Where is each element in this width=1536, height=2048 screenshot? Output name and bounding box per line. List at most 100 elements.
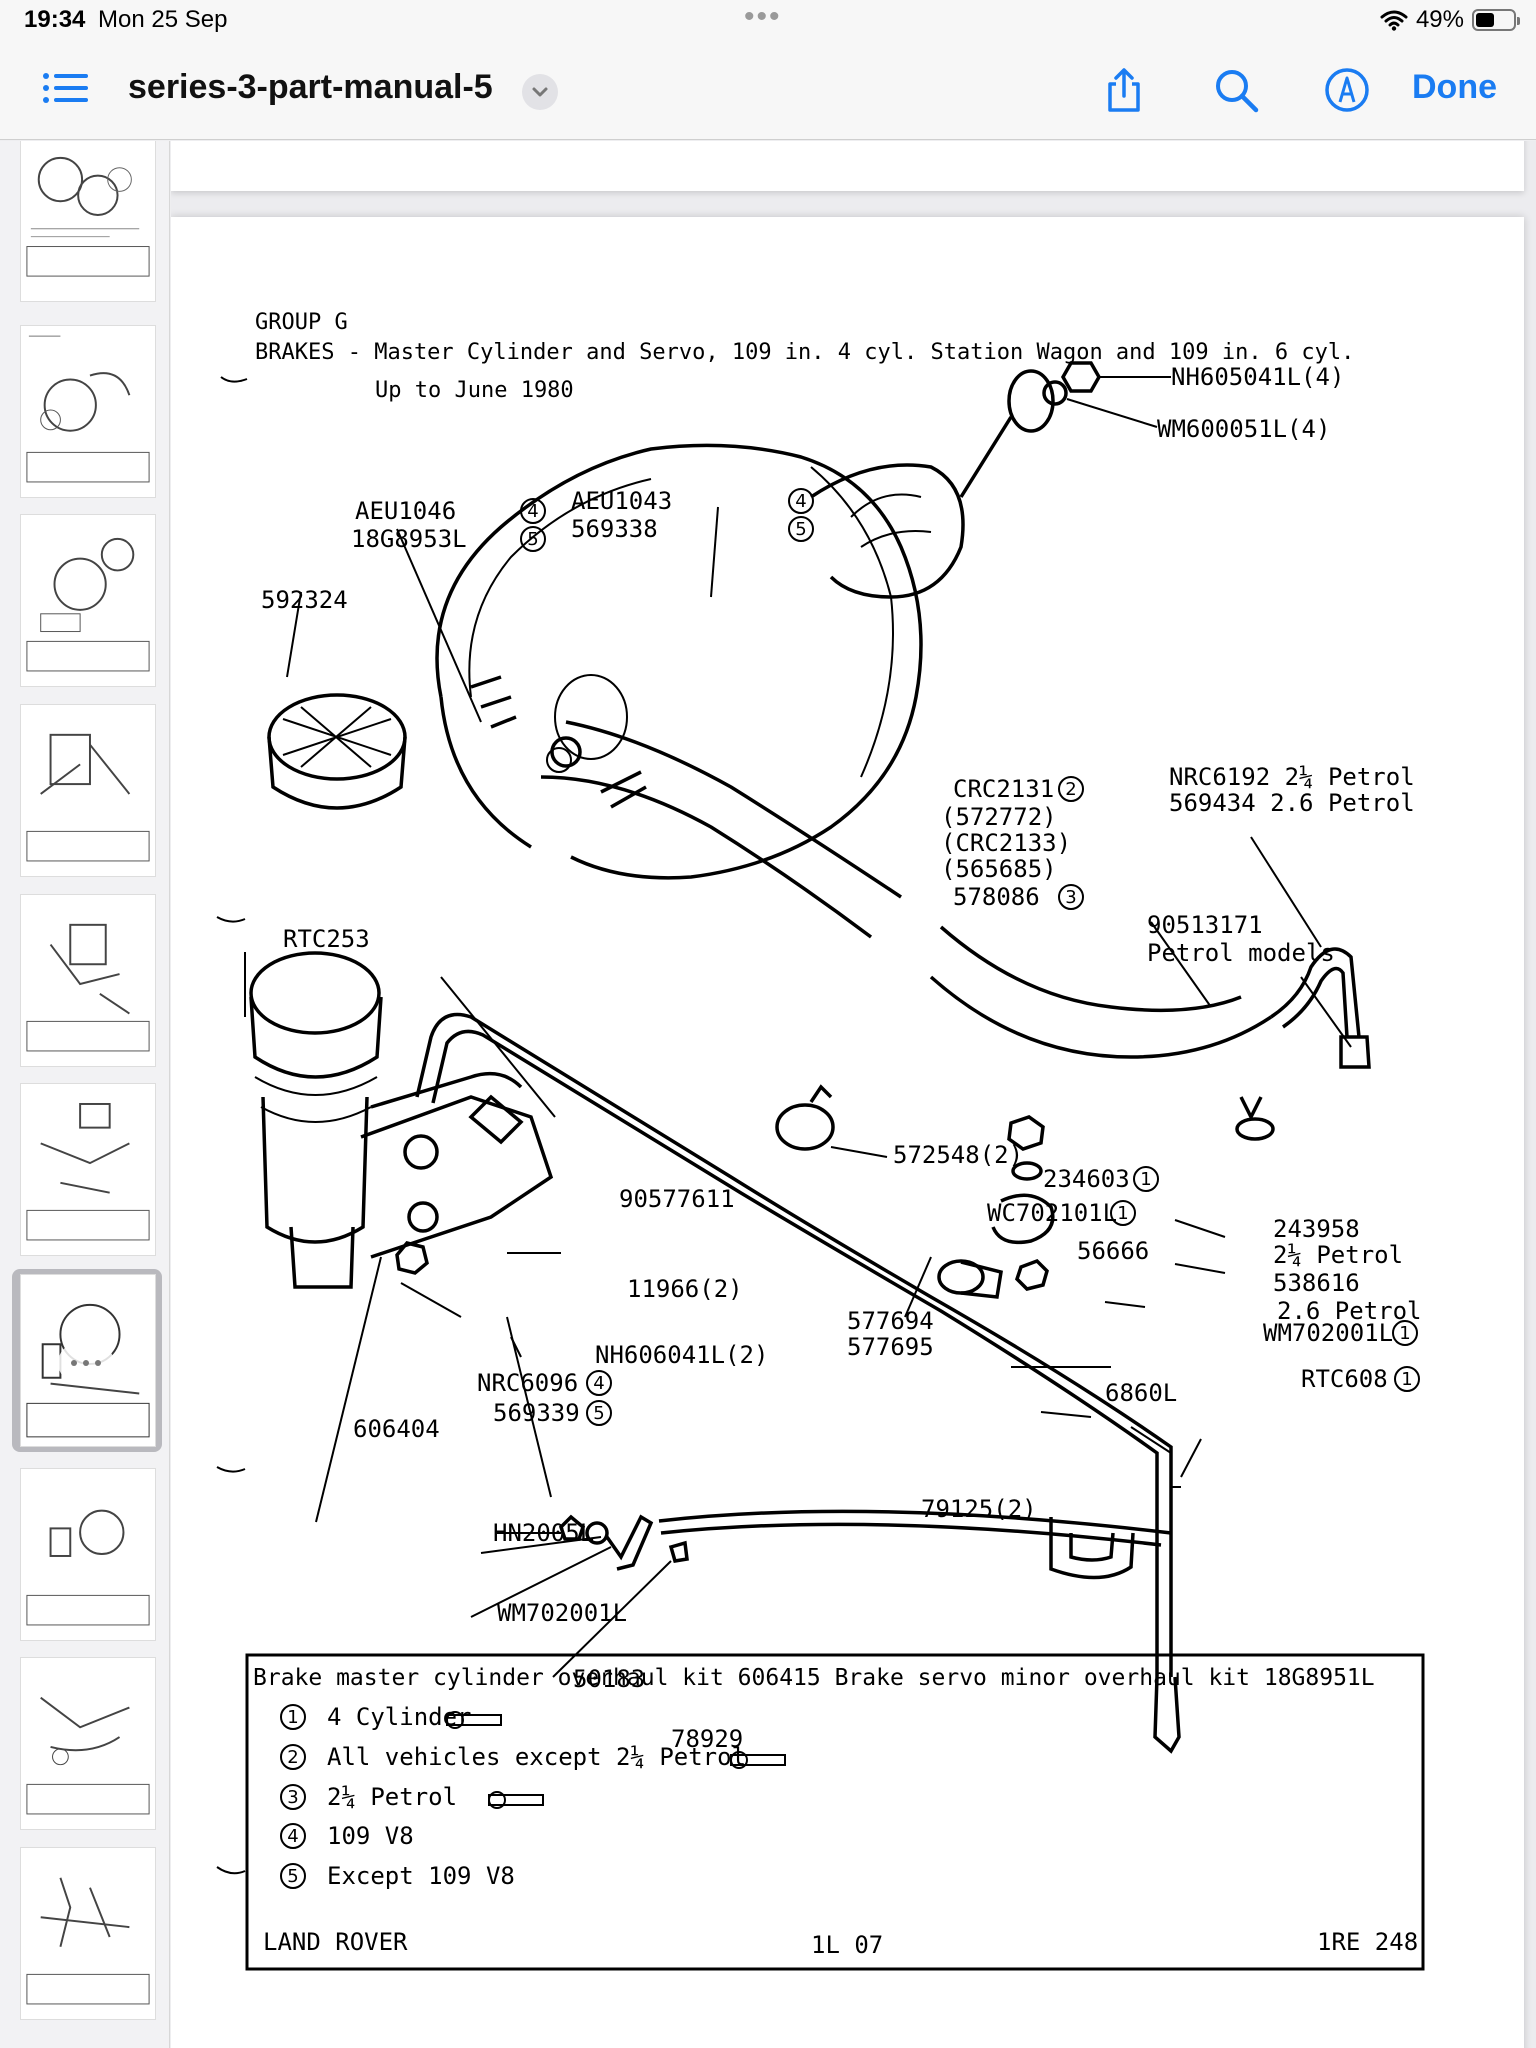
callout-wc702101l: WC702101L <box>987 1199 1117 1227</box>
thumbnail-image <box>20 894 156 1067</box>
callout-79125: 79125(2) <box>921 1495 1037 1523</box>
page-thumbnail[interactable] <box>12 1468 162 1651</box>
battery-level-fill <box>1476 13 1494 27</box>
svg-text:1: 1 <box>1399 1323 1410 1344</box>
document-viewer[interactable]: .lbl { font-family: "DejaVu Sans Mono", … <box>171 141 1536 2048</box>
page-thumbnail[interactable] <box>12 514 162 697</box>
page-thumbnail[interactable] <box>12 1847 162 2030</box>
svg-text:1: 1 <box>1117 1203 1128 1224</box>
callout-rtc608: RTC608 <box>1301 1365 1388 1393</box>
key-box-header: Brake master cylinder overhaul kit 60641… <box>253 1665 1375 1691</box>
circle-number: 5 <box>520 526 546 552</box>
circle-number: 1 <box>1394 1366 1420 1392</box>
thumbnail-image <box>20 325 156 498</box>
callout-rtc253: RTC253 <box>283 925 370 953</box>
callout-243958: 243958 <box>1273 1215 1360 1243</box>
thumbnail-image <box>20 1468 156 1641</box>
callout-crc2133: (CRC2133) <box>941 829 1071 857</box>
callout-56666: 56666 <box>1077 1237 1149 1265</box>
wifi-icon <box>1380 10 1408 31</box>
svg-text:1: 1 <box>1140 1169 1151 1190</box>
page-thumbnail-current[interactable] <box>12 1269 162 1452</box>
callout-578086: 578086 <box>953 883 1040 911</box>
key-item-1: 1 4 Cylinder <box>280 1703 502 1731</box>
key-box: Brake master cylinder overhaul kit 60641… <box>245 1653 1425 1971</box>
callout-572772: (572772) <box>941 803 1057 831</box>
circle-number: 4 <box>788 488 814 514</box>
circle-number: 5 <box>586 1400 612 1426</box>
done-button[interactable]: Done <box>1412 68 1497 106</box>
page-thumbnail-sidebar[interactable] <box>0 141 170 2048</box>
callout-572548: 572548(2) <box>893 1141 1023 1169</box>
title-menu-button[interactable] <box>522 74 558 110</box>
multitasking-dots-icon[interactable]: ••• <box>744 0 782 33</box>
callout-nh606041l: NH606041L(2) <box>595 1341 768 1369</box>
svg-text:2: 2 <box>287 1747 298 1768</box>
callout-aeu1043: AEU1043 <box>571 487 672 515</box>
svg-text:2¼ Petrol: 2¼ Petrol <box>327 1783 457 1811</box>
callout-crc2131: CRC2131 <box>953 775 1054 803</box>
page-thumbnail[interactable] <box>12 325 162 508</box>
markup-icon[interactable] <box>1323 66 1371 114</box>
thumbnail-image <box>20 1657 156 1830</box>
svg-text:4: 4 <box>287 1826 298 1847</box>
circle-number: 1 <box>1110 1200 1136 1226</box>
page-thumbnail[interactable] <box>12 141 162 312</box>
status-bar: 19:34 Mon 25 Sep ••• 49% <box>0 0 1536 40</box>
callout-wm702001l-right: WM702001L <box>1263 1319 1393 1347</box>
search-icon[interactable] <box>1212 66 1260 114</box>
svg-text:5: 5 <box>527 529 538 550</box>
callout-577694: 577694 <box>847 1307 934 1335</box>
diagram-title: BRAKES - Master Cylinder and Servo, 109 … <box>255 340 1354 365</box>
status-indicators: 49% <box>1380 6 1520 34</box>
toolbar: series-3-part-manual-5 Done <box>0 40 1536 140</box>
page-thumbnail[interactable] <box>12 1083 162 1266</box>
thumbnail-image <box>20 704 156 877</box>
callout-569434: 569434 2.6 Petrol <box>1169 789 1415 817</box>
svg-text:5: 5 <box>795 519 806 540</box>
page-thumbnail[interactable] <box>12 894 162 1077</box>
document-title[interactable]: series-3-part-manual-5 <box>128 68 493 106</box>
air-filter-drawing <box>267 693 407 810</box>
callout-569338: 569338 <box>571 515 658 543</box>
callout-565685: (565685) <box>941 855 1057 883</box>
petrol-pipe-drawing <box>1235 947 1371 1141</box>
svg-text:3: 3 <box>1065 887 1076 908</box>
key-item-4: 4 109 V8 <box>280 1822 414 1850</box>
thumbnail-image <box>20 1847 156 2020</box>
group-heading: GROUP G <box>255 310 348 335</box>
list-icon[interactable] <box>42 70 90 110</box>
callout-234603: 234603 <box>1043 1165 1130 1193</box>
circle-number: 1 <box>1133 1166 1159 1192</box>
callout-petrol-2-6: 2.6 Petrol <box>1277 1297 1422 1325</box>
circle-number: 2 <box>1058 776 1084 802</box>
callout-petrol-2-1-4: 2¼ Petrol <box>1273 1241 1403 1269</box>
key-item-3: 3 2¼ Petrol <box>280 1783 544 1811</box>
share-icon[interactable] <box>1100 66 1148 114</box>
svg-text:2: 2 <box>1065 779 1076 800</box>
thumbnail-image <box>20 141 156 302</box>
svg-text:4: 4 <box>527 501 538 522</box>
callout-nh605041l: NH605041L(4) <box>1171 363 1344 391</box>
callout-78929: 78929 <box>671 1725 743 1753</box>
callout-538616: 538616 <box>1273 1269 1360 1297</box>
callout-petrol-models: Petrol models <box>1147 939 1335 967</box>
battery-percent: 49% <box>1415 6 1464 33</box>
svg-text:3: 3 <box>287 1787 298 1808</box>
svg-text:All vehicles except 2¼ Petrol: All vehicles except 2¼ Petrol <box>327 1743 746 1771</box>
callout-577695: 577695 <box>847 1333 934 1361</box>
footer-page-ref: 1L 07 <box>811 1931 883 1959</box>
callout-18g8953l: 18G8953L <box>351 525 467 553</box>
fittings-drawing <box>937 1115 1055 1299</box>
callout-90577611: 90577611 <box>619 1185 735 1213</box>
page-thumbnail[interactable] <box>12 1657 162 1840</box>
page-thumbnail[interactable] <box>12 704 162 887</box>
callout-592324: 592324 <box>261 586 348 614</box>
key-item-5: 5 Except 109 V8 <box>280 1862 515 1890</box>
callout-50183: 50183 <box>573 1665 645 1693</box>
circle-number: 5 <box>788 516 814 542</box>
more-options-icon[interactable] <box>58 1343 114 1383</box>
callout-nrc6192: NRC6192 2¼ Petrol <box>1169 763 1415 791</box>
circle-number: 1 <box>1392 1320 1418 1346</box>
circle-number: 4 <box>586 1370 612 1396</box>
